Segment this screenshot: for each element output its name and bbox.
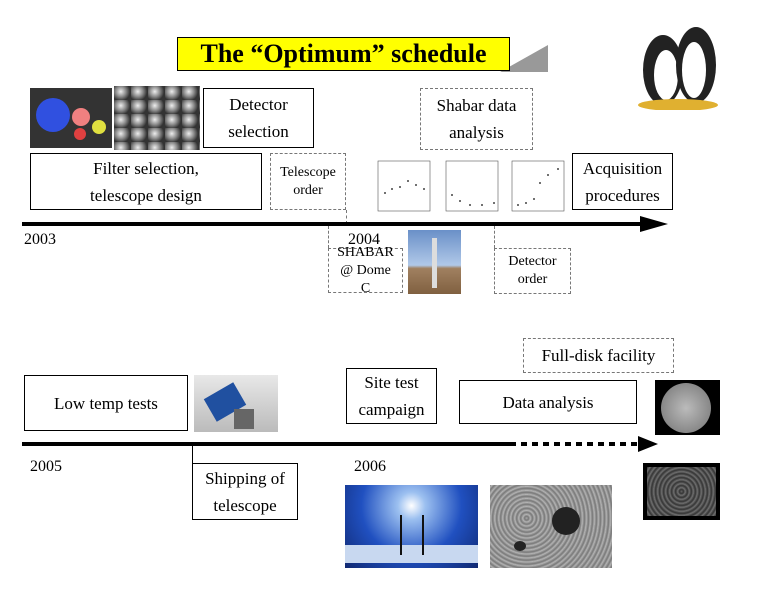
detector-microlens-photo — [114, 86, 200, 150]
telescope-order-box: Telescope order — [270, 153, 346, 210]
site-test-campaign-box: Site test campaign — [346, 368, 437, 424]
filter-selection-box: Filter selection, telescope design — [30, 153, 262, 210]
timeline-axis-2003-2004 — [22, 216, 668, 232]
sunspot-image — [490, 485, 612, 568]
year-2006: 2006 — [354, 458, 386, 475]
full-disk-sun-image — [655, 380, 720, 435]
shabar-photo — [408, 230, 461, 294]
data-analysis-box: Data analysis — [459, 380, 637, 424]
shipping-telescope-box: Shipping of telescope — [192, 463, 298, 520]
slide-title: The “Optimum” schedule — [177, 37, 510, 71]
granulation-image — [643, 463, 720, 520]
detector-order-box: Detector order — [494, 248, 571, 294]
dome-c-tower-photo — [345, 485, 478, 568]
shabar-mini-charts — [377, 160, 565, 212]
shipping-connector — [192, 446, 193, 464]
telescope-order-connector — [346, 210, 347, 224]
year-2005: 2005 — [30, 458, 62, 475]
shabar-connector — [328, 226, 329, 248]
detector-selection-box: Detector selection — [203, 88, 314, 148]
low-temp-tests-box: Low temp tests — [24, 375, 188, 431]
penguins-illustration — [638, 27, 718, 110]
shabar-analysis-box: Shabar data analysis — [420, 88, 533, 150]
full-disk-facility-box: Full-disk facility — [523, 338, 674, 373]
timeline-axis-2005-2006 — [22, 436, 658, 452]
acquisition-procedures-box: Acquisition procedures — [572, 153, 673, 210]
detector-order-connector — [494, 226, 495, 248]
year-2003: 2003 — [24, 231, 56, 248]
shabar-dome-c-box: SHABAR @ Dome C — [328, 245, 403, 296]
filters-photo — [30, 88, 112, 148]
year-2004: 2004 — [348, 231, 380, 248]
telescope-photo — [194, 375, 278, 432]
